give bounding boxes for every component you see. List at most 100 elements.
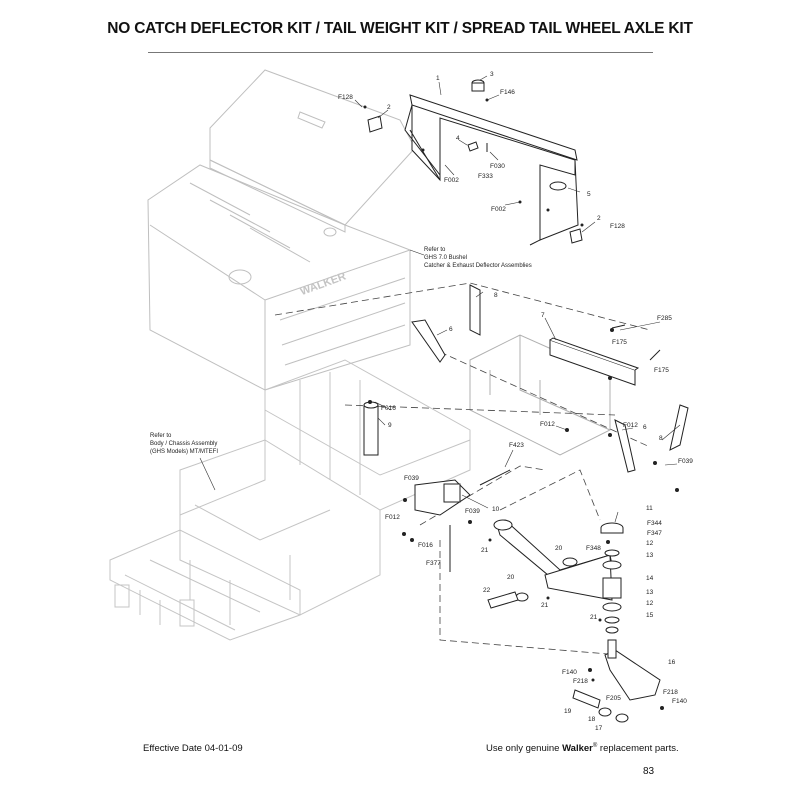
callout-21c: 21 (590, 614, 598, 621)
callout-1: 1 (436, 75, 440, 82)
callout-f140a: F140 (562, 669, 577, 676)
callout-f333: F333 (478, 173, 493, 180)
notice-brand: Walker (562, 743, 593, 755)
tail-weight-kit (411, 284, 689, 473)
page-title: NO CATCH DEFLECTOR KIT / TAIL WEIGHT KIT… (107, 20, 693, 37)
callout-f146: F146 (500, 89, 515, 96)
callout-20a: 20 (555, 545, 563, 552)
callout-10: 10 (492, 506, 500, 513)
knob-3-base (471, 82, 485, 92)
axle-bolt-19 (572, 689, 601, 709)
callout-17: 17 (595, 725, 603, 732)
seal-12b (604, 616, 620, 624)
bracket-6a (411, 319, 446, 363)
callout-6a: 6 (449, 326, 453, 333)
bracket-6b (614, 419, 636, 473)
callout-2b: 2 (597, 215, 601, 222)
bracket-8b (669, 404, 689, 451)
body-ref-line-2: Body / Chassis Assembly (150, 441, 217, 447)
mount-bracket (414, 479, 471, 516)
clip-2a (367, 115, 383, 133)
fastener-dots (363, 98, 679, 710)
callout-14: 14 (646, 575, 654, 582)
ghs-ref-line-1: Refer to (424, 247, 446, 253)
chassis-frame (109, 359, 471, 641)
callout-8a: 8 (494, 292, 498, 299)
callout-22: 22 (483, 587, 491, 594)
callout-f012c: F012 (385, 514, 400, 521)
effective-date: Effective Date 04-01-09 (143, 743, 243, 754)
callout-13b: 13 (646, 589, 654, 596)
tube-9 (363, 404, 379, 456)
ghs-ref-line-3: Catcher & Exhaust Deflector Assemblies (424, 263, 532, 269)
callout-f016a: F016 (381, 405, 396, 412)
callout-f348: F348 (586, 545, 601, 552)
callout-18: 18 (588, 716, 596, 723)
clip-2b (569, 228, 583, 244)
callout-f128b: F128 (610, 223, 625, 230)
callout-12b: 12 (646, 600, 654, 607)
callout-f039a: F039 (678, 458, 693, 465)
page-number: 83 (643, 766, 655, 777)
callout-f344: F344 (647, 520, 662, 527)
callout-f039b: F039 (404, 475, 419, 482)
pivot-10 (443, 483, 461, 503)
callout-labels: 1 3 2 F128 F146 4 F030 F333 F002 5 F002 … (338, 71, 693, 732)
callout-8b: 8 (659, 435, 663, 442)
callout-f218b: F218 (663, 689, 678, 696)
callout-f002b: F002 (491, 206, 506, 213)
body-ref-line-1: Refer to (150, 433, 172, 439)
callout-3: 3 (490, 71, 494, 78)
callout-2a: 2 (387, 104, 391, 111)
callout-f423: F423 (509, 442, 524, 449)
spacer-18 (598, 707, 612, 717)
callout-f012a: F012 (540, 421, 555, 428)
callout-9: 9 (388, 422, 392, 429)
deflector-hardware (367, 79, 583, 244)
bearing-13b (602, 602, 622, 612)
callout-f205: F205 (606, 695, 621, 702)
callout-6b: 6 (643, 424, 647, 431)
bolt-f423 (479, 469, 511, 486)
notice-pre: Use only genuine (486, 743, 563, 755)
callout-13a: 13 (646, 552, 654, 559)
pin-22 (487, 591, 519, 609)
callout-5: 5 (587, 191, 591, 198)
body-ref-line-3: (GHS Models) MT/MTEFI (150, 449, 218, 455)
seal-12a (604, 549, 620, 557)
callout-15: 15 (646, 612, 654, 619)
catcher-brand-logo: WALKER (299, 270, 348, 298)
replacement-parts-notice: Use only genuine Walker® replacement par… (486, 743, 679, 754)
callout-f347: F347 (647, 530, 662, 537)
callout-f030: F030 (490, 163, 505, 170)
plate-4 (467, 141, 479, 152)
bearing-13a (602, 560, 622, 570)
callout-20b: 20 (507, 574, 515, 581)
bracket-8a (469, 284, 481, 336)
callout-7: 7 (541, 312, 545, 319)
reference-notes: Refer to GHS 7.0 Bushel Catcher & Exhaus… (150, 247, 532, 455)
callout-11: 11 (646, 505, 653, 512)
callout-leaders (199, 75, 681, 523)
callout-f175a: F175 (612, 339, 627, 346)
washer-15 (605, 626, 619, 634)
callout-f128a: F128 (338, 94, 353, 101)
callout-4: 4 (456, 135, 460, 142)
ghs-ref-line-2: GHS 7.0 Bushel (424, 255, 467, 261)
callout-19: 19 (564, 708, 572, 715)
leader-lines-dashed (274, 282, 651, 656)
notice-post: replacement parts. (597, 743, 679, 755)
axle-kit (363, 401, 661, 723)
callout-f218a: F218 (573, 678, 588, 685)
callout-f002a: F002 (444, 177, 459, 184)
callout-12a: 12 (646, 540, 654, 547)
callout-f039c: F039 (465, 508, 480, 515)
callout-f016b: F016 (418, 542, 433, 549)
no-catch-deflector (404, 94, 579, 246)
callout-21a: 21 (481, 547, 489, 554)
callout-21b: 21 (541, 602, 549, 609)
callout-f377: F377 (426, 560, 441, 567)
callout-f012b: F012 (623, 422, 638, 429)
callout-f285: F285 (657, 315, 672, 322)
